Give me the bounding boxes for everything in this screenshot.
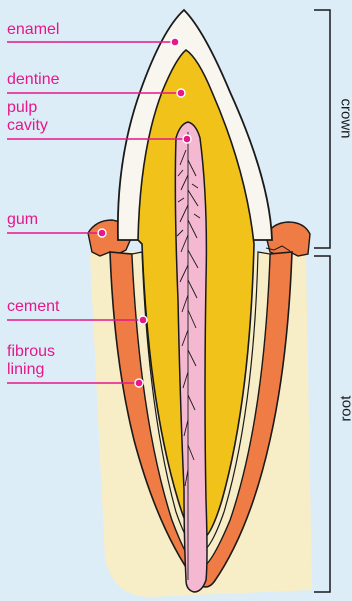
- label-cement: cement: [7, 298, 59, 316]
- section-label-crown: crown: [338, 95, 352, 143]
- section-brackets: [314, 10, 330, 592]
- dentine-dot: [177, 89, 185, 97]
- root-bracket: [314, 256, 330, 592]
- cement-dot: [139, 316, 147, 324]
- gum-dot: [98, 229, 106, 237]
- label-enamel: enamel: [7, 21, 59, 39]
- label-pulp-line1: pulp: [7, 99, 37, 117]
- label-fibrous-line2: lining: [7, 361, 44, 379]
- label-fibrous-line1: fibrous: [7, 343, 55, 361]
- pulp-dot: [183, 135, 191, 143]
- section-label-root: root: [338, 389, 352, 429]
- label-gum: gum: [7, 211, 38, 229]
- fibrous-dot: [135, 379, 143, 387]
- label-dentine: dentine: [7, 71, 60, 89]
- enamel-dot: [171, 38, 179, 46]
- crown-bracket: [314, 10, 330, 248]
- label-pulp-line2: cavity: [7, 117, 48, 135]
